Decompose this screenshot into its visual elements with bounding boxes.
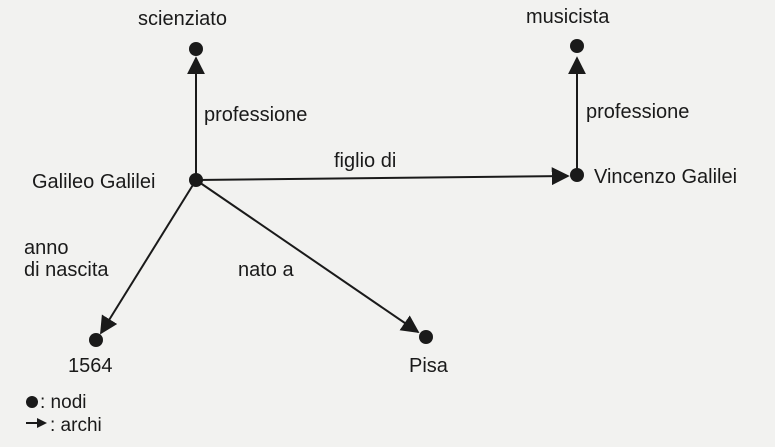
legend-nodes: : nodi	[26, 393, 86, 413]
node-1564	[89, 333, 103, 347]
legend-arcs: : archi	[26, 416, 102, 436]
label-galileo: Galileo Galilei	[32, 171, 156, 193]
label-vincenzo: Vincenzo Galilei	[594, 166, 738, 188]
node-galileo	[189, 173, 203, 187]
edge-label-professione-vincenzo: professione	[586, 101, 690, 123]
edge-figlio-di	[195, 167, 570, 186]
edge-label-anno-nascita-line1: anno	[24, 237, 69, 259]
label-1564: 1564	[68, 355, 113, 377]
label-musicista: musicista	[526, 6, 610, 28]
edge-label-anno-nascita-line2: di nascita	[24, 259, 109, 281]
label-pisa: Pisa	[409, 355, 448, 377]
node-pisa	[419, 330, 433, 344]
edge-anno-nascita	[100, 179, 197, 335]
edge-nato-a	[195, 179, 420, 334]
node-vincenzo	[570, 168, 584, 182]
edge-label-figlio-di: figlio di	[334, 150, 397, 172]
edge-label-professione-galileo: professione	[204, 104, 308, 126]
legend-arrow-icon	[26, 418, 47, 428]
label-scienziato: scienziato	[138, 8, 227, 30]
legend-nodes-label: : nodi	[40, 392, 87, 413]
node-musicista	[570, 39, 584, 53]
node-scienziato	[189, 42, 203, 56]
legend-node-icon	[26, 396, 38, 408]
edge-label-nato-a: nato a	[238, 259, 294, 281]
legend-arcs-label: : archi	[50, 415, 102, 436]
edge-label-anno-nascita: anno di nascita	[24, 237, 109, 281]
